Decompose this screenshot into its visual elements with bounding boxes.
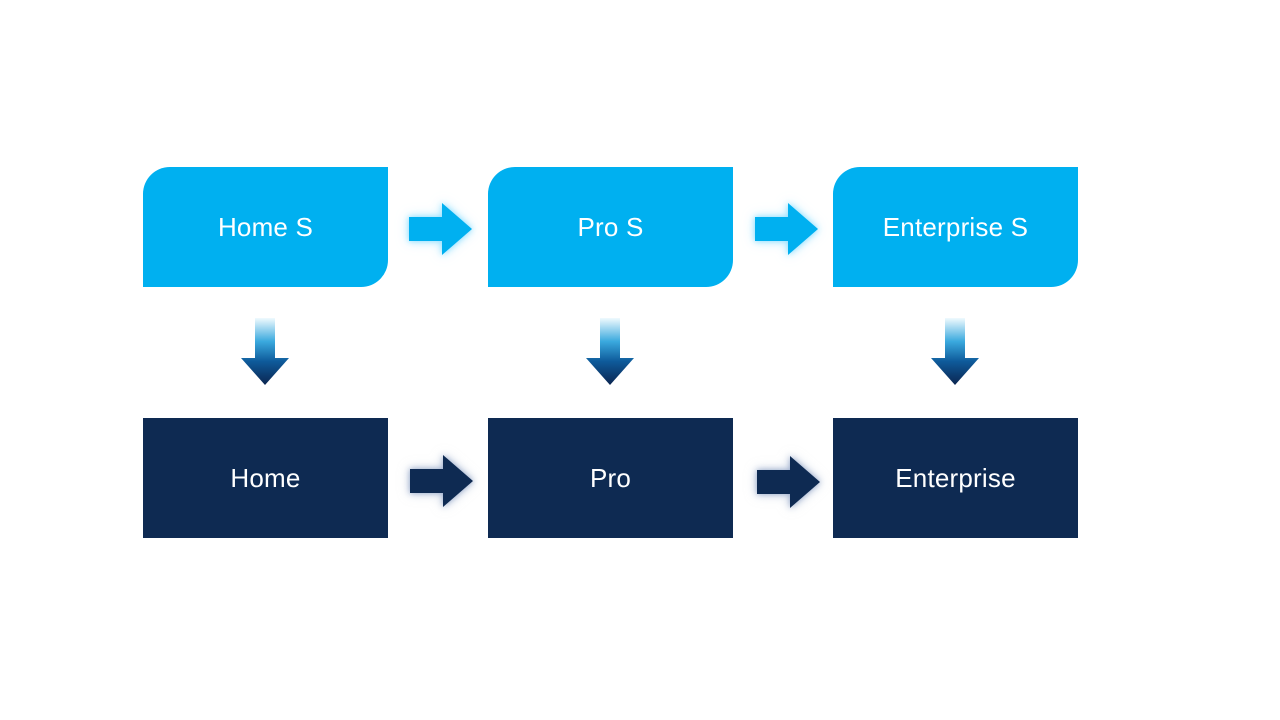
node-home-label: Home [230,462,301,493]
node-enterprise: Enterprise [833,418,1078,538]
node-enterprise-label: Enterprise [895,462,1016,493]
down-arrow-icon [586,318,634,385]
down-arrow-icon [241,318,289,385]
node-home-s-label: Home S [217,211,314,242]
node-pro-label: Pro [589,462,632,493]
node-pro: Pro [488,418,733,538]
right-arrow-icon [409,203,472,255]
node-enterprise-s: Enterprise S [833,167,1078,287]
node-pro-s: Pro S [488,167,733,287]
right-arrow-icon [410,455,473,507]
node-pro-s-label: Pro S [577,211,644,242]
down-arrow-icon [931,318,979,385]
right-arrow-icon [757,456,820,508]
right-arrow-icon [755,203,818,255]
node-home-s: Home S [143,167,388,287]
node-home: Home [143,418,388,538]
node-enterprise-s-label: Enterprise S [882,211,1029,242]
